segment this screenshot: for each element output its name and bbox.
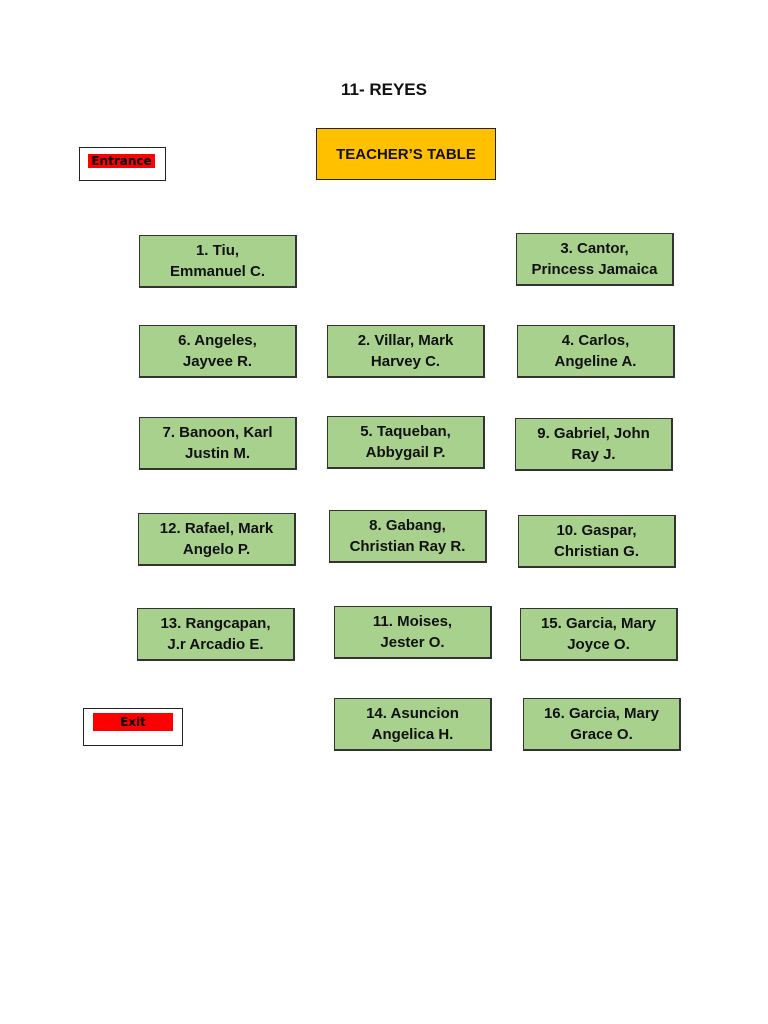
seat-line: 6. Angeles, [178, 332, 257, 349]
exit-box: Exit [83, 708, 183, 746]
seat-line: Angeline A. [554, 353, 637, 370]
seat-line: Ray J. [571, 446, 616, 463]
seat-line: Jayvee R. [182, 353, 253, 370]
seat-line: 1. Tiu, [195, 242, 240, 259]
exit-label: Exit [93, 713, 173, 731]
seat-rangcapan: 13. Rangcapan, J.r Arcadio E. [137, 608, 295, 661]
seat-line: 16. Garcia, Mary [543, 705, 660, 722]
seat-gabang: 8. Gabang, Christian Ray R. [329, 510, 487, 563]
seat-line: Angelo P. [182, 541, 251, 558]
seat-line: Harvey C. [370, 353, 441, 370]
seat-line: Abbygail P. [365, 444, 446, 461]
seat-line: Princess Jamaica [531, 261, 658, 278]
seat-line: Emmanuel C. [169, 263, 266, 280]
seat-line: Grace O. [570, 726, 633, 743]
seat-line: J.r Arcadio E. [167, 636, 264, 653]
seat-carlos: 4. Carlos, Angeline A. [517, 325, 675, 378]
seat-line: 8. Gabang, [369, 517, 446, 534]
entrance-box: Entrance [79, 147, 166, 181]
seat-line: Christian Ray R. [349, 538, 466, 555]
seat-moises: 11. Moises, Jester O. [334, 606, 492, 659]
seat-line: 5. Taqueban, [360, 423, 451, 440]
seat-line: 9. Gabriel, John [537, 425, 650, 442]
seat-line: 4. Carlos, [561, 332, 630, 349]
entrance-label: Entrance [88, 154, 155, 168]
seat-line: Angelica H. [371, 726, 454, 743]
seat-line: 3. Cantor, [560, 240, 629, 257]
seat-angeles: 6. Angeles, Jayvee R. [139, 325, 297, 378]
seat-line: 10. Gaspar, [556, 522, 637, 539]
seat-line: Joyce O. [567, 636, 630, 653]
seat-taqueban: 5. Taqueban, Abbygail P. [327, 416, 485, 469]
seat-line: Christian G. [553, 543, 639, 560]
teacher-table-label: TEACHER’S TABLE [336, 145, 476, 163]
seat-line: 13. Rangcapan, [160, 615, 271, 632]
seat-gaspar: 10. Gaspar, Christian G. [518, 515, 676, 568]
seat-cantor: 3. Cantor, Princess Jamaica [516, 233, 674, 286]
seat-line: 7. Banoon, Karl [162, 424, 273, 441]
seat-tiu: 1. Tiu, Emmanuel C. [139, 235, 297, 288]
seat-line: Jester O. [380, 634, 445, 651]
seat-line: 14. Asuncion [366, 705, 459, 722]
page-title: 11- REYES [341, 80, 427, 99]
seat-line: 15. Garcia, Mary [540, 615, 657, 632]
seat-line: 12. Rafael, Mark [159, 520, 274, 537]
teacher-table: TEACHER’S TABLE [316, 128, 496, 180]
seat-line: Justin M. [184, 445, 250, 462]
seat-line: 11. Moises, [372, 613, 453, 630]
seat-line: 2. Villar, Mark [357, 332, 454, 349]
